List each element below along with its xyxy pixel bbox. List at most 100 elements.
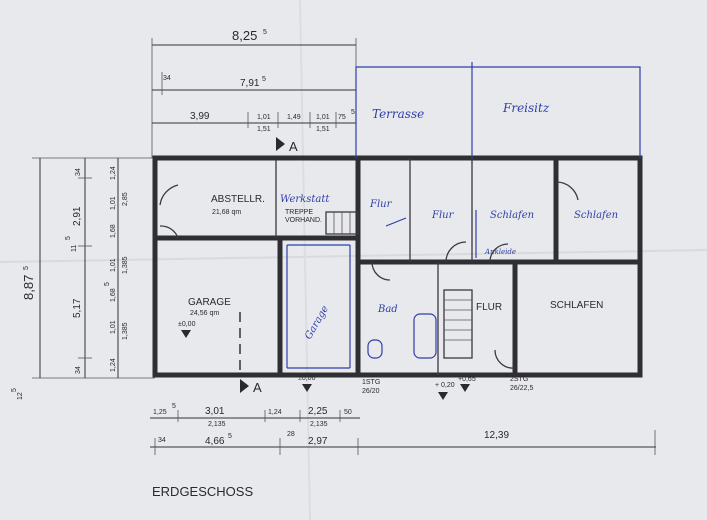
level-arrow	[302, 384, 312, 392]
level-arrow	[460, 384, 470, 392]
dim-i6: 1,01	[110, 320, 117, 334]
stair-1-a: 1STG	[362, 379, 380, 386]
dim-h1: 34	[75, 168, 82, 176]
dim-b-g: 4,66	[205, 436, 225, 447]
dim-b-d: 2,25	[308, 406, 328, 417]
room-abstell-area: 21,68 qm	[212, 209, 241, 216]
room-flur: FLUR	[476, 302, 502, 313]
dim-i4: 1,01	[110, 258, 117, 272]
treppe-note-2: VORHAND.	[285, 217, 322, 224]
door-swing	[371, 261, 391, 281]
section-arrow	[240, 379, 249, 393]
dim-total-width: 8,25	[232, 28, 257, 43]
pen-door	[385, 217, 407, 227]
section-arrow	[276, 137, 285, 151]
dim-c: 1,49	[287, 114, 301, 121]
hw-werkstatt: Werkstatt	[280, 194, 330, 205]
dim-i2: 1,01	[110, 196, 117, 210]
hw-schlafen-2: Schlafen	[574, 210, 618, 221]
dim-b: 1,01	[257, 114, 271, 121]
stair-box	[443, 289, 473, 359]
doors	[159, 181, 579, 369]
level-outside: ±0,00	[298, 375, 316, 382]
dim-h5: 34	[75, 366, 82, 374]
dim-b-c: 1,24	[268, 409, 282, 416]
door-swing	[555, 181, 579, 201]
dim-b-d-sub: 2,135	[310, 421, 328, 428]
dim-j2: 1,385	[122, 256, 129, 274]
room-abstell: ABSTELLR.	[211, 194, 265, 205]
door-swing	[159, 184, 179, 206]
left-dimensions: 8,87 5 12 5 34 2,91 11 5 5,17 34 1,24 1,…	[11, 157, 155, 400]
hw-terrasse: Terrasse	[372, 107, 424, 121]
hw-schlafen-1: Schlafen	[490, 210, 534, 221]
dim-b-sub: 1,51	[257, 126, 271, 133]
hw-flur-2: Flur	[431, 210, 455, 221]
dim-h3: 11	[71, 245, 78, 252]
dim-b-f: 34	[158, 437, 166, 444]
level-arrow	[181, 330, 191, 338]
section-marks: A A	[240, 137, 298, 395]
dim-total-depth: 8,87	[21, 275, 36, 300]
dim-b-h: 28	[287, 431, 295, 438]
level-markers: ±0,00 ±0,00 + 0,20 +0,65 1STG 26/20 2STG…	[178, 321, 533, 400]
stair-1-b: 26/20	[362, 388, 380, 395]
stairs-abstell	[325, 211, 359, 235]
dim-b-total: 12,39	[484, 430, 509, 441]
dim-e-sup: 5	[351, 109, 355, 116]
stair-2-b: 26/22,5	[510, 385, 533, 392]
paper-fold	[299, 0, 311, 520]
terrace-outline	[355, 66, 641, 158]
dim-d: 1,01	[316, 114, 330, 121]
dim-b-b-sub: 2,135	[208, 421, 226, 428]
toilet	[367, 339, 383, 359]
dim-total-width-sup: 5	[263, 29, 267, 36]
dim-row2-sup: 5	[262, 76, 266, 83]
stairs-flur	[443, 289, 473, 359]
level-arrow	[438, 392, 448, 400]
level-entry-2: +0,65	[458, 376, 476, 383]
dim-b-a-sup: 5	[172, 403, 176, 410]
dim-b-g-sup: 5	[228, 433, 232, 440]
door-swing	[494, 349, 516, 369]
door-swing	[489, 243, 509, 263]
door-swing	[445, 241, 467, 263]
dim-i5: 1,68	[110, 288, 117, 302]
hw-flur-1: Flur	[369, 199, 393, 210]
room-labels: ABSTELLR. 21,68 qm TREPPE VORHAND. GARAG…	[188, 194, 603, 317]
dim-i3: 1,68	[110, 224, 117, 238]
dim-row2: 7,91	[240, 78, 260, 89]
dim-h3-sup: 5	[65, 236, 72, 240]
dim-h4: 5,17	[72, 298, 83, 318]
drawing-title: ERDGESCHOSS	[152, 484, 253, 499]
dim-i5-sup: 5	[104, 282, 111, 286]
room-garage-area: 24,56 qm	[190, 310, 219, 317]
dim-b-b: 3,01	[205, 406, 225, 417]
pen-additions	[286, 62, 641, 369]
dim-a: 3,99	[190, 111, 210, 122]
stair-2-a: 2STG	[510, 376, 528, 383]
outer-wall	[152, 155, 643, 378]
dim-b-i: 2,97	[308, 436, 328, 447]
section-mark-top: A	[289, 139, 298, 154]
dim-j3: 1,385	[122, 322, 129, 340]
bathtub	[413, 313, 437, 359]
dim-h2: 2,91	[72, 206, 83, 226]
level-entry-1: + 0,20	[435, 382, 455, 389]
hw-ankleide: Ankleide	[484, 248, 516, 256]
door-swing	[159, 225, 179, 239]
top-dimensions: 8,25 5 34 7,91 5 3,99 1,01 1,51 1,49 1,0…	[151, 28, 357, 158]
dim-i7: 1,24	[110, 358, 117, 372]
dim-corner-sup: 5	[11, 388, 18, 392]
section-mark-bottom: A	[253, 380, 262, 395]
hw-freisitz: Freisitz	[502, 101, 550, 115]
room-schlafen: SCHLAFEN	[550, 300, 603, 311]
hw-bad: Bad	[377, 304, 398, 315]
dim-corner: 12	[17, 392, 24, 400]
level-garage: ±0,00	[178, 321, 196, 328]
dim-row2-lead: 34	[163, 75, 171, 82]
dim-b-e: 50	[344, 409, 352, 416]
dim-total-depth-sup: 5	[23, 266, 30, 270]
building	[152, 155, 643, 378]
